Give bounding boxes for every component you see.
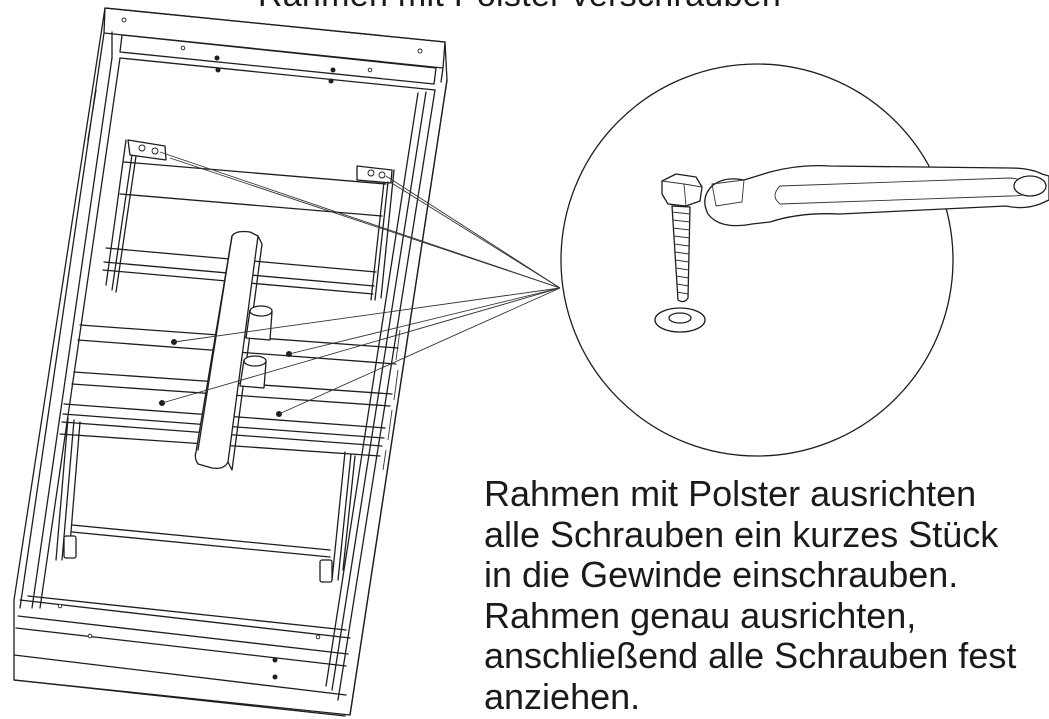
leader-line [161, 287, 561, 404]
right-side-rail [325, 79, 448, 716]
leader-line [278, 287, 561, 415]
center-lift-arm [194, 230, 259, 470]
instruction-text: Rahmen mit Polster ausrichten alle Schra… [484, 473, 1044, 717]
bracket-hole [378, 171, 386, 179]
bracket-hole [151, 147, 159, 155]
page-title-text: Rahmen mit Polster verschrauben [258, 0, 781, 15]
leader-line [169, 157, 561, 289]
frame-drawing [13, 7, 448, 717]
screw-point [214, 55, 220, 61]
bracket-top-left [105, 139, 167, 293]
arm-lug-cap [243, 355, 267, 367]
screw-point [328, 78, 334, 84]
bracket-lower-right [331, 451, 356, 581]
leader-line [288, 287, 561, 355]
detail-circle [560, 63, 954, 457]
instruction-line: Rahmen genau ausrichten, [484, 594, 917, 636]
instruction-line: in die Gewinde einschrauben. [484, 554, 959, 595]
panel-hole [57, 603, 63, 609]
arm-lug-cap [249, 305, 273, 317]
instruction-line: Rahmen mit Polster ausrichten [484, 473, 977, 514]
washer-icon [654, 307, 706, 333]
leader-line [389, 181, 561, 289]
cap-hole [121, 17, 127, 23]
leader-line [385, 175, 561, 289]
screw-point [272, 674, 278, 680]
instruction-line: alle Schrauben ein kurzes Stück [484, 513, 999, 555]
instruction-line: anschließend alle Schrauben fest [484, 635, 1017, 676]
page-title: Rahmen mit Polster verschrauben [0, 0, 1049, 15]
wrench-icon [704, 164, 1049, 227]
panel-hole [315, 634, 321, 640]
cross-member-6 [71, 524, 331, 558]
frame-bottom-panel [13, 595, 351, 717]
rail-hole [367, 67, 373, 73]
panel-hole [87, 633, 93, 639]
right-rail-detail [382, 329, 401, 471]
bracket-hole [367, 169, 375, 177]
bolt-icon [661, 173, 703, 303]
frame-top-cap [99, 7, 446, 91]
lower-right-foot [319, 559, 333, 583]
cap-hole [417, 48, 423, 54]
rail-hole [180, 45, 186, 51]
left-side-rail [19, 57, 121, 609]
instruction-line: anziehen. [484, 675, 641, 717]
bracket-hole [138, 144, 146, 152]
screw-point [272, 657, 278, 663]
detail-view [560, 63, 1049, 457]
leader-lines [159, 151, 561, 415]
lower-left-foot [63, 535, 77, 559]
screw-point [215, 67, 221, 73]
leader-line [173, 287, 561, 343]
screw-point [330, 67, 336, 73]
top-rail [119, 34, 437, 85]
